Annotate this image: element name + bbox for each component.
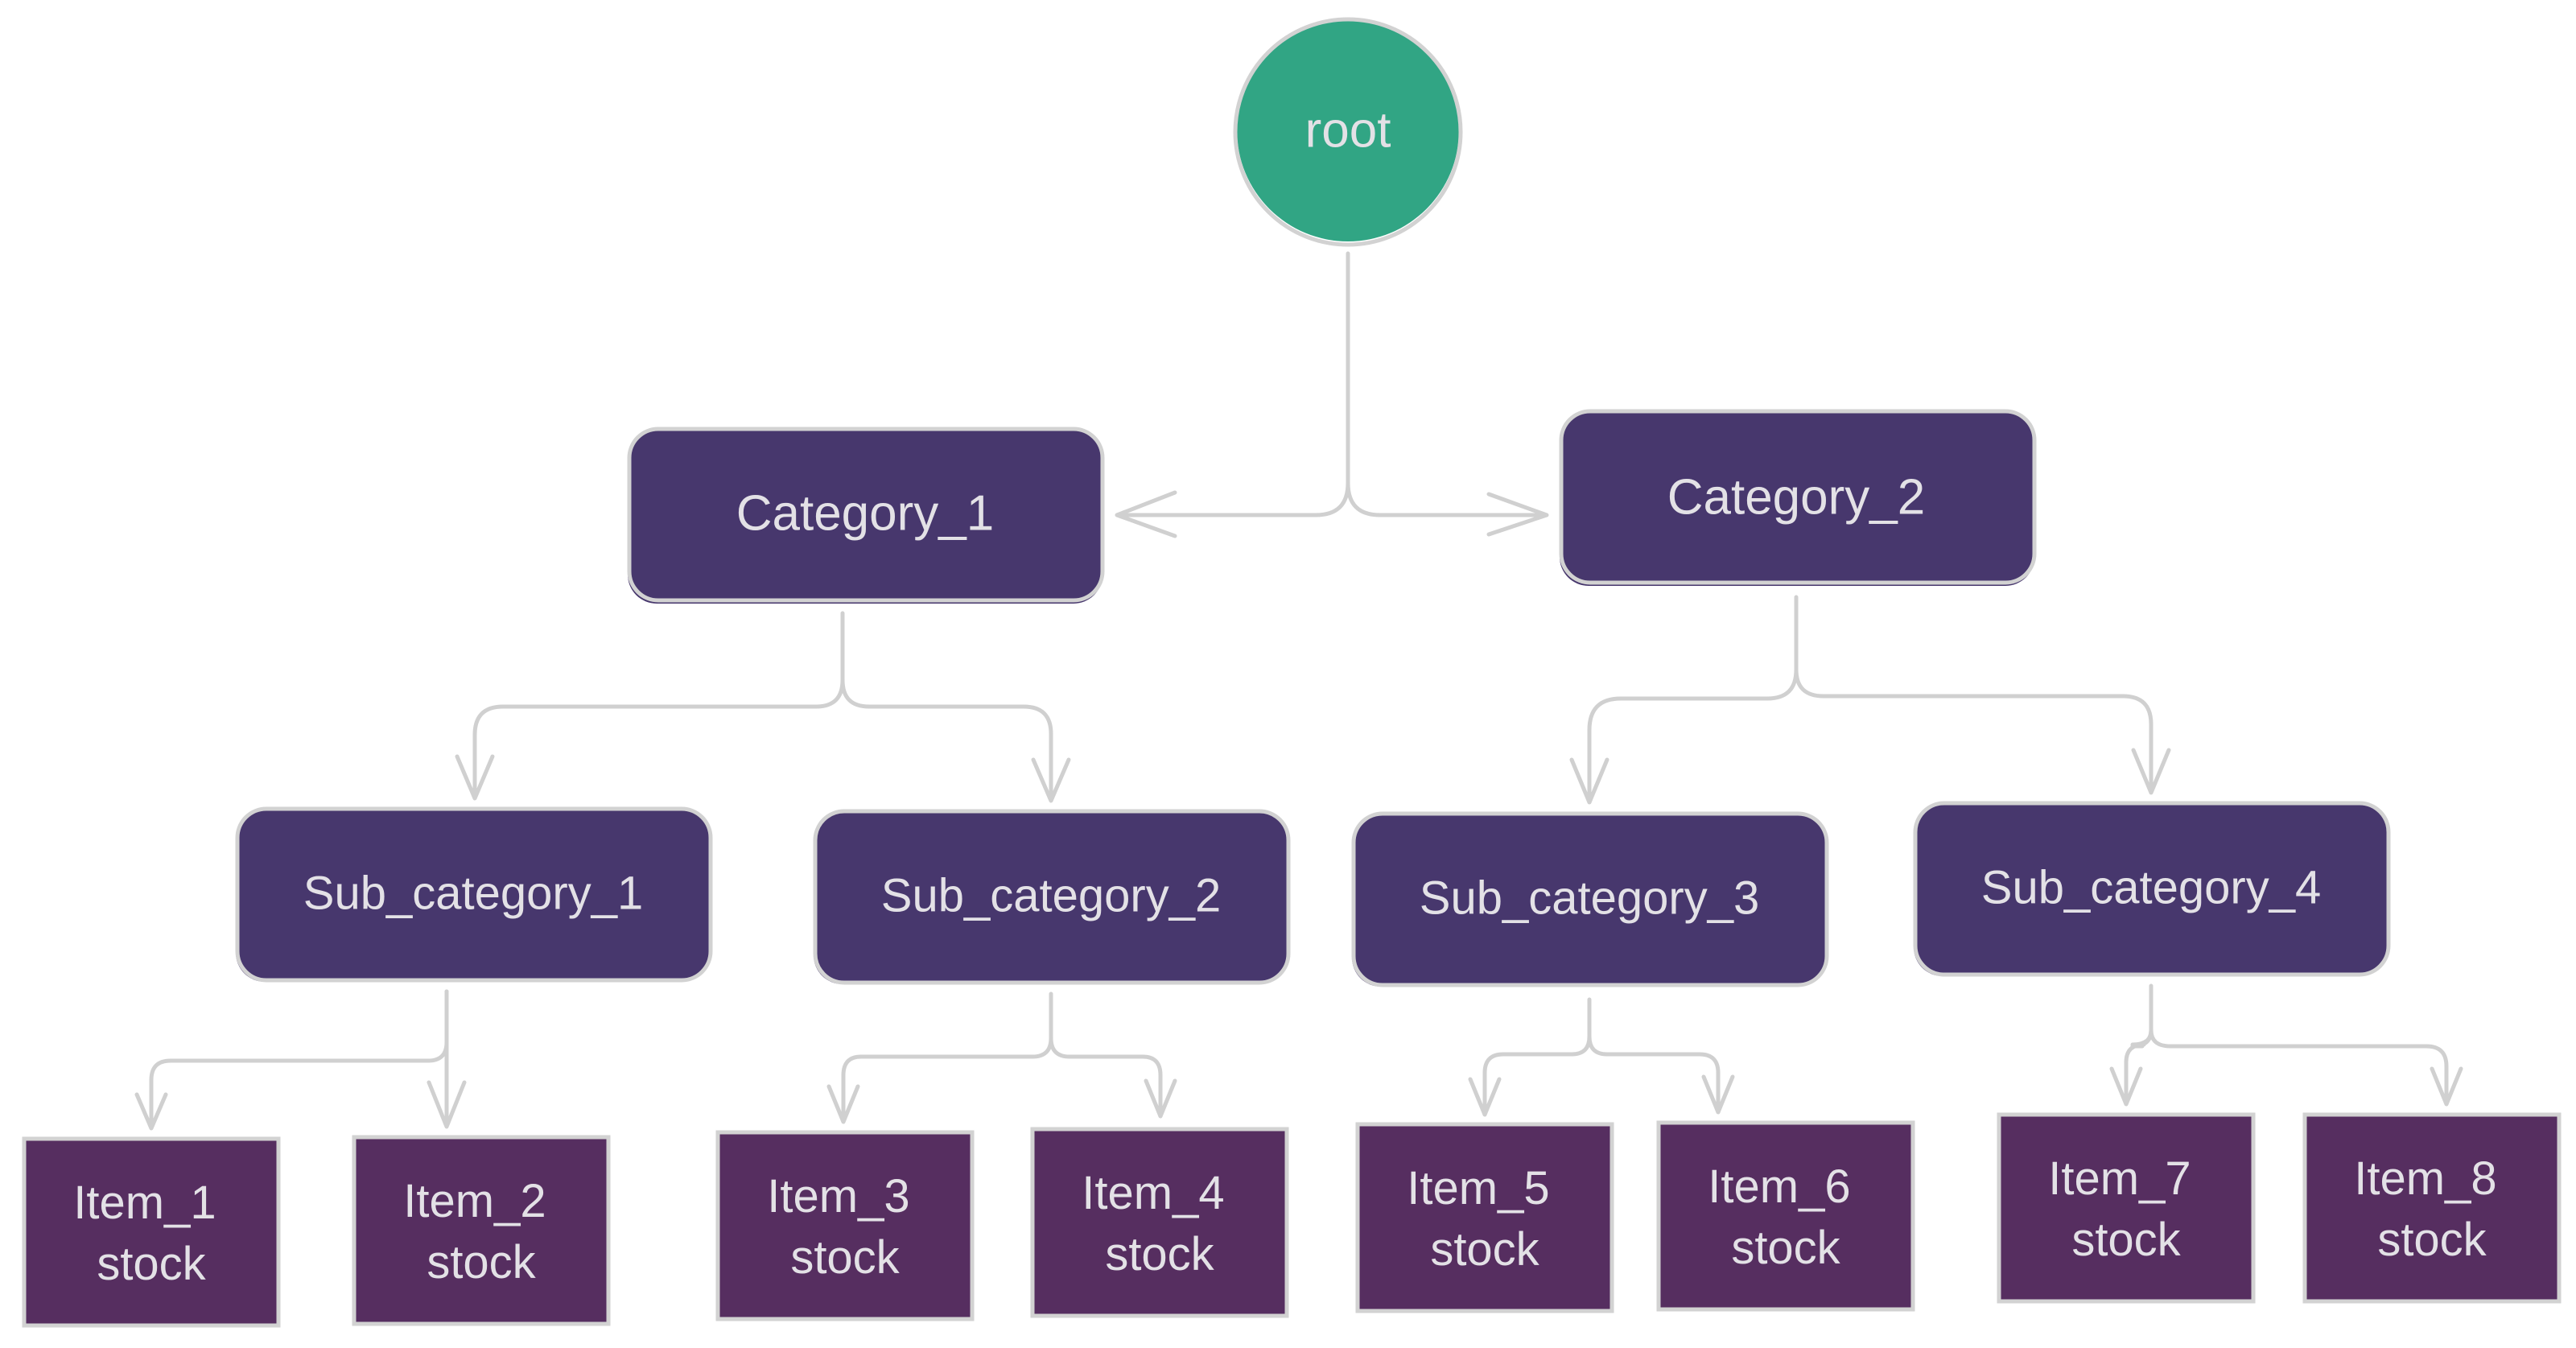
sub-category-node-2: Sub_category_2	[813, 809, 1291, 985]
root-label: root	[1305, 102, 1391, 158]
edge-sub-1-item-1	[149, 989, 449, 1129]
item-node-5: Item_5 stock	[1355, 1122, 1614, 1313]
arrowhead-sub-3	[1569, 757, 1609, 805]
sub-category-1-box	[236, 810, 711, 982]
arrowhead-sub-1	[455, 754, 495, 801]
edge-category-2-sub-3	[1587, 595, 1799, 803]
sub-category-1-label: Sub_category_1	[303, 867, 643, 919]
category-1-box	[628, 431, 1103, 604]
arrowhead-item-4	[1144, 1078, 1177, 1119]
sub-category-3-box	[1352, 815, 1827, 987]
item-6-box	[1659, 1123, 1913, 1309]
item-1-text: Item_1 stock	[73, 1177, 229, 1290]
sub-category-2-box	[814, 813, 1288, 984]
arrowhead-category-1	[1115, 490, 1177, 538]
arrowhead-item-1	[134, 1092, 168, 1131]
item-node-3: Item_3 stock	[715, 1130, 975, 1321]
sub-category-node-3: Sub_category_3	[1351, 811, 1829, 987]
arrowhead-sub-4	[2131, 748, 2171, 795]
edge-sub-3-item-5	[1482, 997, 1592, 1115]
root-circle	[1237, 19, 1459, 241]
category-node-2: Category_2	[1559, 409, 2037, 586]
edge-sub-3-item-6	[1587, 1034, 1721, 1113]
item-4-name: Item_4	[1082, 1167, 1224, 1219]
category-1-label: Category_1	[736, 485, 995, 541]
root-node: root	[1233, 17, 1463, 247]
item-4-text: Item_4 stock	[1082, 1167, 1237, 1280]
item-node-6: Item_6 stock	[1656, 1120, 1915, 1312]
item-4-box	[1032, 1129, 1287, 1316]
item-3-box	[718, 1132, 972, 1319]
arrowhead-category-2	[1486, 492, 1549, 537]
item-7-name: Item_7	[2048, 1152, 2191, 1205]
item-8-box	[2305, 1115, 2559, 1301]
category-2-label: Category_2	[1667, 469, 1926, 525]
item-2-box	[354, 1137, 608, 1324]
item-8-text: Item_8 stock	[2354, 1152, 2509, 1266]
item-node-4: Item_4 stock	[1030, 1127, 1289, 1318]
arrowhead-item-7	[2109, 1066, 2143, 1107]
item-2-name: Item_2	[403, 1175, 546, 1227]
item-7-sub: stock	[2071, 1214, 2181, 1266]
item-6-text: Item_6 stock	[1708, 1160, 1863, 1274]
arrowhead-sub-2	[1031, 757, 1071, 803]
item-3-text: Item_3 stock	[767, 1170, 922, 1284]
edge-root-category-2	[1346, 480, 1548, 517]
arrowhead-item-3	[826, 1084, 860, 1124]
sub-category-2-label: Sub_category_2	[881, 869, 1221, 921]
item-node-8: Item_8 stock	[2302, 1112, 2562, 1304]
edge-sub-2-item-4	[1049, 1036, 1163, 1117]
item-2-sub: stock	[427, 1236, 536, 1288]
edge-category-2-sub-4	[1794, 667, 2154, 794]
edge-category-1-sub-1	[472, 611, 845, 799]
item-1-name: Item_1	[73, 1177, 216, 1229]
edge-root-category-1	[1116, 251, 1350, 517]
edge-sub-2-item-3	[841, 991, 1053, 1123]
item-5-box	[1358, 1124, 1612, 1311]
item-4-sub: stock	[1105, 1228, 1214, 1280]
item-3-sub: stock	[790, 1231, 900, 1284]
item-7-box	[1999, 1115, 2253, 1301]
category-2-box	[1560, 413, 2034, 586]
connectors	[134, 251, 2463, 1131]
item-5-name: Item_5	[1407, 1162, 1549, 1214]
item-1-box	[24, 1139, 278, 1325]
category-node-1: Category_1	[627, 427, 1105, 604]
arrowhead-item-5	[1468, 1077, 1502, 1117]
edge-sub-4-item-8	[2149, 1028, 2449, 1105]
item-3-name: Item_3	[767, 1170, 909, 1222]
item-2-text: Item_2 stock	[403, 1175, 558, 1288]
sub-category-3-label: Sub_category_3	[1420, 872, 1759, 924]
arrowhead-item-2	[427, 1080, 467, 1129]
edge-category-1-sub-2	[840, 678, 1053, 802]
item-5-sub: stock	[1430, 1223, 1539, 1276]
item-5-text: Item_5 stock	[1407, 1162, 1562, 1276]
item-8-sub: stock	[2377, 1214, 2487, 1266]
item-node-2: Item_2 stock	[352, 1135, 611, 1326]
sub-category-node-4: Sub_category_4	[1913, 801, 2391, 977]
item-7-text: Item_7 stock	[2048, 1152, 2203, 1266]
item-8-name: Item_8	[2354, 1152, 2496, 1205]
sub-category-4-box	[1914, 805, 2388, 976]
arrowhead-item-8	[2430, 1066, 2463, 1107]
item-6-sub: stock	[1731, 1222, 1840, 1274]
arrowhead-item-6	[1701, 1074, 1735, 1115]
sub-category-4-label: Sub_category_4	[1981, 861, 2321, 913]
item-6-name: Item_6	[1708, 1160, 1850, 1213]
item-1-sub: stock	[97, 1238, 206, 1290]
item-node-1: Item_1 stock	[22, 1136, 281, 1328]
sub-category-node-1: Sub_category_1	[235, 806, 713, 983]
item-node-7: Item_7 stock	[1997, 1112, 2256, 1304]
